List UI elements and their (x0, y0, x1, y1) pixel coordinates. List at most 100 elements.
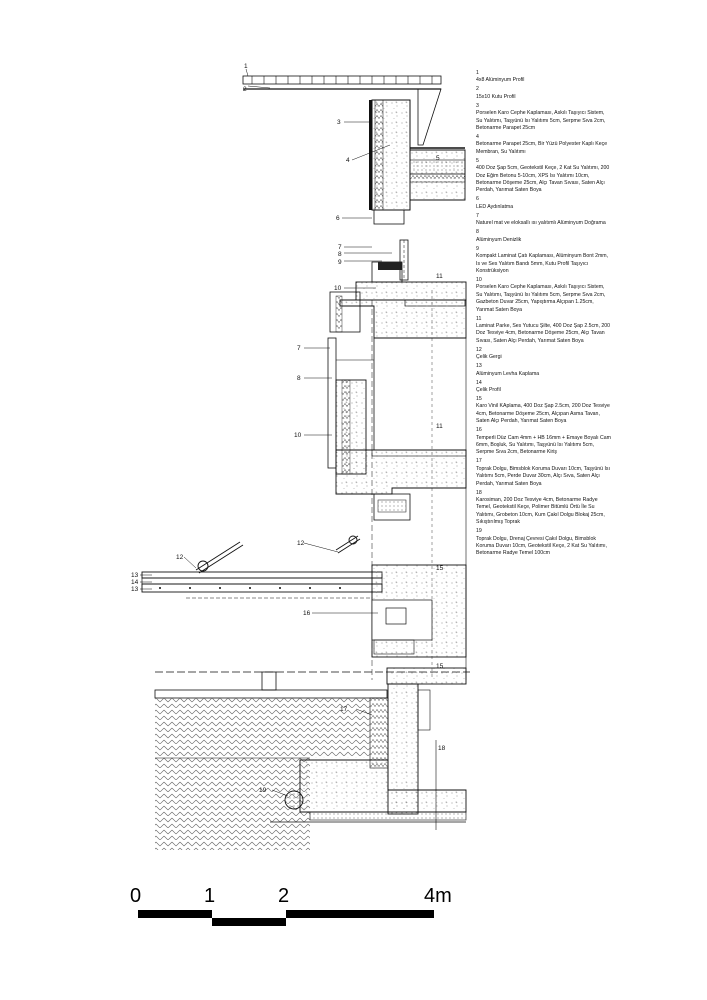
legend-item-text: Porselen Karo Cephe Kaplaması, Askılı Ta… (476, 284, 606, 313)
scale-bar: 0 1 2 4m (130, 885, 452, 926)
legend-item-number: 15 (476, 395, 482, 402)
legend-item-text: Porselen Karo Cephe Kaplaması, Askılı Ta… (476, 110, 606, 132)
callout-7-lower: 7 (297, 345, 301, 352)
legend-item-text: Alüminyum Denizlik (476, 236, 522, 243)
callout-12-right: 12 (297, 540, 305, 547)
legend-item-text: 4x8 Alüminyum Profil (476, 77, 525, 84)
legend-item-text: Temperli Düz Cam 4mm + HB 16mm + Emaye B… (476, 434, 611, 456)
callout-8-lower: 8 (297, 375, 301, 382)
legend-item-number: 11 (476, 315, 482, 322)
legend-item-text: Çelik Gergi (476, 354, 502, 361)
callout-16: 16 (303, 610, 311, 617)
scale-segment-1 (138, 910, 212, 918)
legend-item-number: 4 (476, 134, 479, 141)
scale-segment-3 (286, 910, 434, 918)
foundation-raft (270, 759, 467, 823)
callout-7-upper: 7 (338, 244, 342, 251)
callout-13-bottom: 13 (131, 586, 139, 593)
scale-label-0: 0 (130, 885, 141, 907)
upper-floor-slab (329, 281, 467, 339)
callout-4: 4 (346, 157, 350, 164)
legend-item-text: Kompakt Laminat Çatı Kaplaması, Alüminyu… (476, 253, 609, 274)
legend-item-number: 12 (476, 346, 482, 353)
callout-10-upper: 10 (334, 285, 342, 292)
callout-14: 14 (131, 579, 139, 586)
legend-item-text: Çelik Profil (476, 386, 501, 393)
callout-15-lower: 15 (436, 663, 444, 670)
callout-1: 1 (244, 63, 248, 70)
parapet-wall (369, 99, 466, 211)
legend-item-text: 400 Doz Şap 5cm, Geotekstil Keçe, 2 Kat … (476, 165, 610, 194)
legend-item-number: 19 (476, 528, 482, 535)
steel-canopy (141, 535, 383, 599)
callout-3: 3 (337, 119, 341, 126)
upper-facade (371, 209, 409, 283)
legend-item-number: 8 (476, 229, 479, 236)
scale-label-4m: 4m (424, 885, 452, 907)
legend-item-text: Alüminyum Levha Kaplama (476, 370, 540, 377)
callout-12-left: 12 (176, 554, 184, 561)
callout-11-lower: 11 (436, 423, 443, 430)
earth-fill (155, 698, 370, 850)
legend-item-text: 15x10 Kutu Profil (476, 93, 516, 100)
legend-item-number: 6 (476, 196, 479, 203)
callout-17: 17 (340, 706, 348, 713)
legend-item-number: 5 (476, 157, 479, 164)
mid-floor-slab (335, 449, 467, 521)
callout-8-upper: 8 (338, 251, 342, 258)
legend-item-text: Betonarme Parapet 25cm, Bir Yüzü Polyest… (476, 141, 608, 155)
legend-item-number: 18 (476, 489, 482, 496)
legend-item-number: 3 (476, 102, 479, 109)
legend-item-number: 16 (476, 427, 482, 434)
callout-10-lower: 10 (294, 432, 302, 439)
legend-item-number: 7 (476, 212, 479, 219)
legend-item-text: Toprak Dolgu, Drenaj Çevresi Çakıl Dolgu… (476, 535, 607, 557)
scale-label-2: 2 (278, 885, 289, 907)
legend-item-number: 1 (476, 70, 479, 76)
callout-6: 6 (336, 215, 340, 222)
legend-item-number: 9 (476, 245, 479, 252)
legend-item-number: 14 (476, 379, 482, 386)
scale-label-1: 1 (204, 885, 215, 907)
legend-item-text: Karosiman, 200 Doz Tesviye 4cm, Betonarm… (476, 497, 605, 526)
legend-item-text: Toprak Dolgu, Bimsblok Koruma Duvarı 10c… (476, 465, 610, 487)
leader-lines (140, 68, 392, 797)
legend-item-number: 13 (476, 363, 482, 370)
callout-9: 9 (338, 259, 342, 266)
scale-segment-2 (212, 918, 286, 926)
callout-labels: 1 2 3 4 5 6 7 8 9 10 11 7 8 10 11 12 12 … (131, 63, 446, 794)
ground-floor-structure (154, 564, 470, 699)
legend-item-number: 10 (476, 276, 482, 283)
legend-item-number: 2 (476, 86, 479, 93)
callout-5: 5 (436, 155, 440, 162)
legend-item-text: LED Aydınlatma (476, 203, 514, 210)
legend-item-text: Laminat Parke, Ses Yutucu Şilte, 400 Doz… (476, 322, 610, 344)
callout-13-top: 13 (131, 572, 139, 579)
callout-15-upper: 15 (436, 565, 444, 572)
callout-18: 18 (438, 745, 446, 752)
legend-item-text: Karo Vinil KAplama, 400 Doz Şap 2.5cm, 2… (476, 403, 610, 425)
callout-2: 2 (243, 86, 247, 93)
legend-item-number: 17 (476, 458, 482, 465)
